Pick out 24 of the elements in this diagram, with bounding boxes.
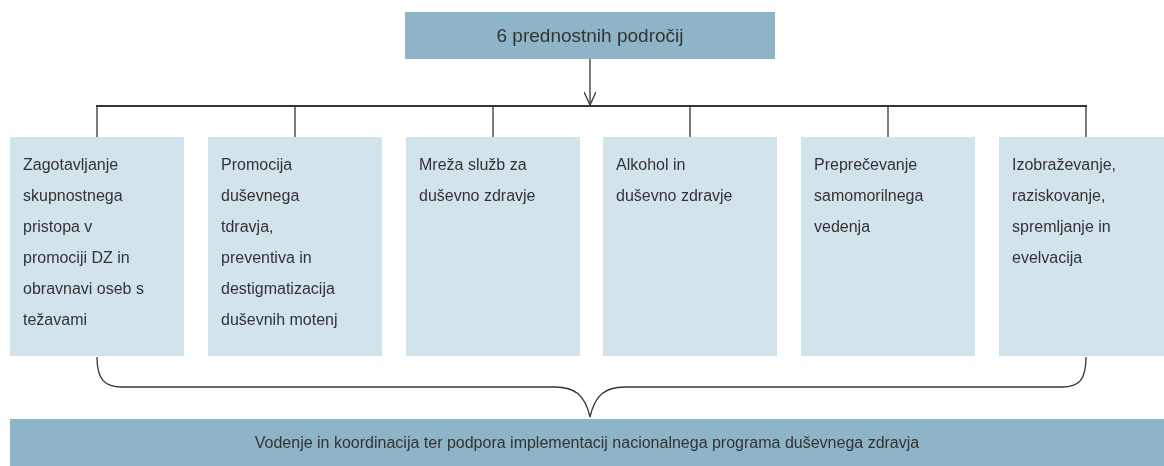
connector-line bbox=[294, 105, 296, 138]
arrow bbox=[583, 58, 597, 106]
box-text: 6 prednostnih področij bbox=[496, 24, 684, 47]
process-box bbox=[999, 137, 1164, 356]
box-text: Alkohol in duševno zdravje bbox=[616, 156, 733, 204]
process-box bbox=[801, 137, 975, 356]
connector-line bbox=[96, 105, 98, 138]
connector-line bbox=[492, 105, 494, 138]
bus-line bbox=[96, 105, 1087, 107]
box-text: Zagotavljanje skupnostnega pristopa v promociji DZ in obravnavi oseb s težavami bbox=[23, 156, 144, 328]
box-text: Promocija duševnega tdravja, preventiva in destigmatizacija duševnih motenj bbox=[221, 156, 338, 328]
process-box bbox=[208, 137, 382, 356]
box-text: Mreža služb za duševno zdravje bbox=[419, 156, 536, 204]
connector-line bbox=[1085, 105, 1087, 138]
title-box bbox=[405, 12, 775, 59]
connector-line bbox=[887, 105, 889, 138]
process-box bbox=[10, 137, 184, 356]
footer-bar bbox=[10, 419, 1164, 466]
process-box bbox=[406, 137, 580, 356]
box-text: Vodenje in koordinacija ter podpora implementacij nacionalnega programa duševnega zdravja bbox=[254, 433, 920, 452]
box-text: Preprečevanje samomorilnega vedenja bbox=[814, 156, 924, 235]
connector-line bbox=[689, 105, 691, 138]
box-text: Izobraževanje, raziskovanje, spremljanje in evelvacija bbox=[1012, 156, 1117, 266]
process-box bbox=[603, 137, 777, 356]
